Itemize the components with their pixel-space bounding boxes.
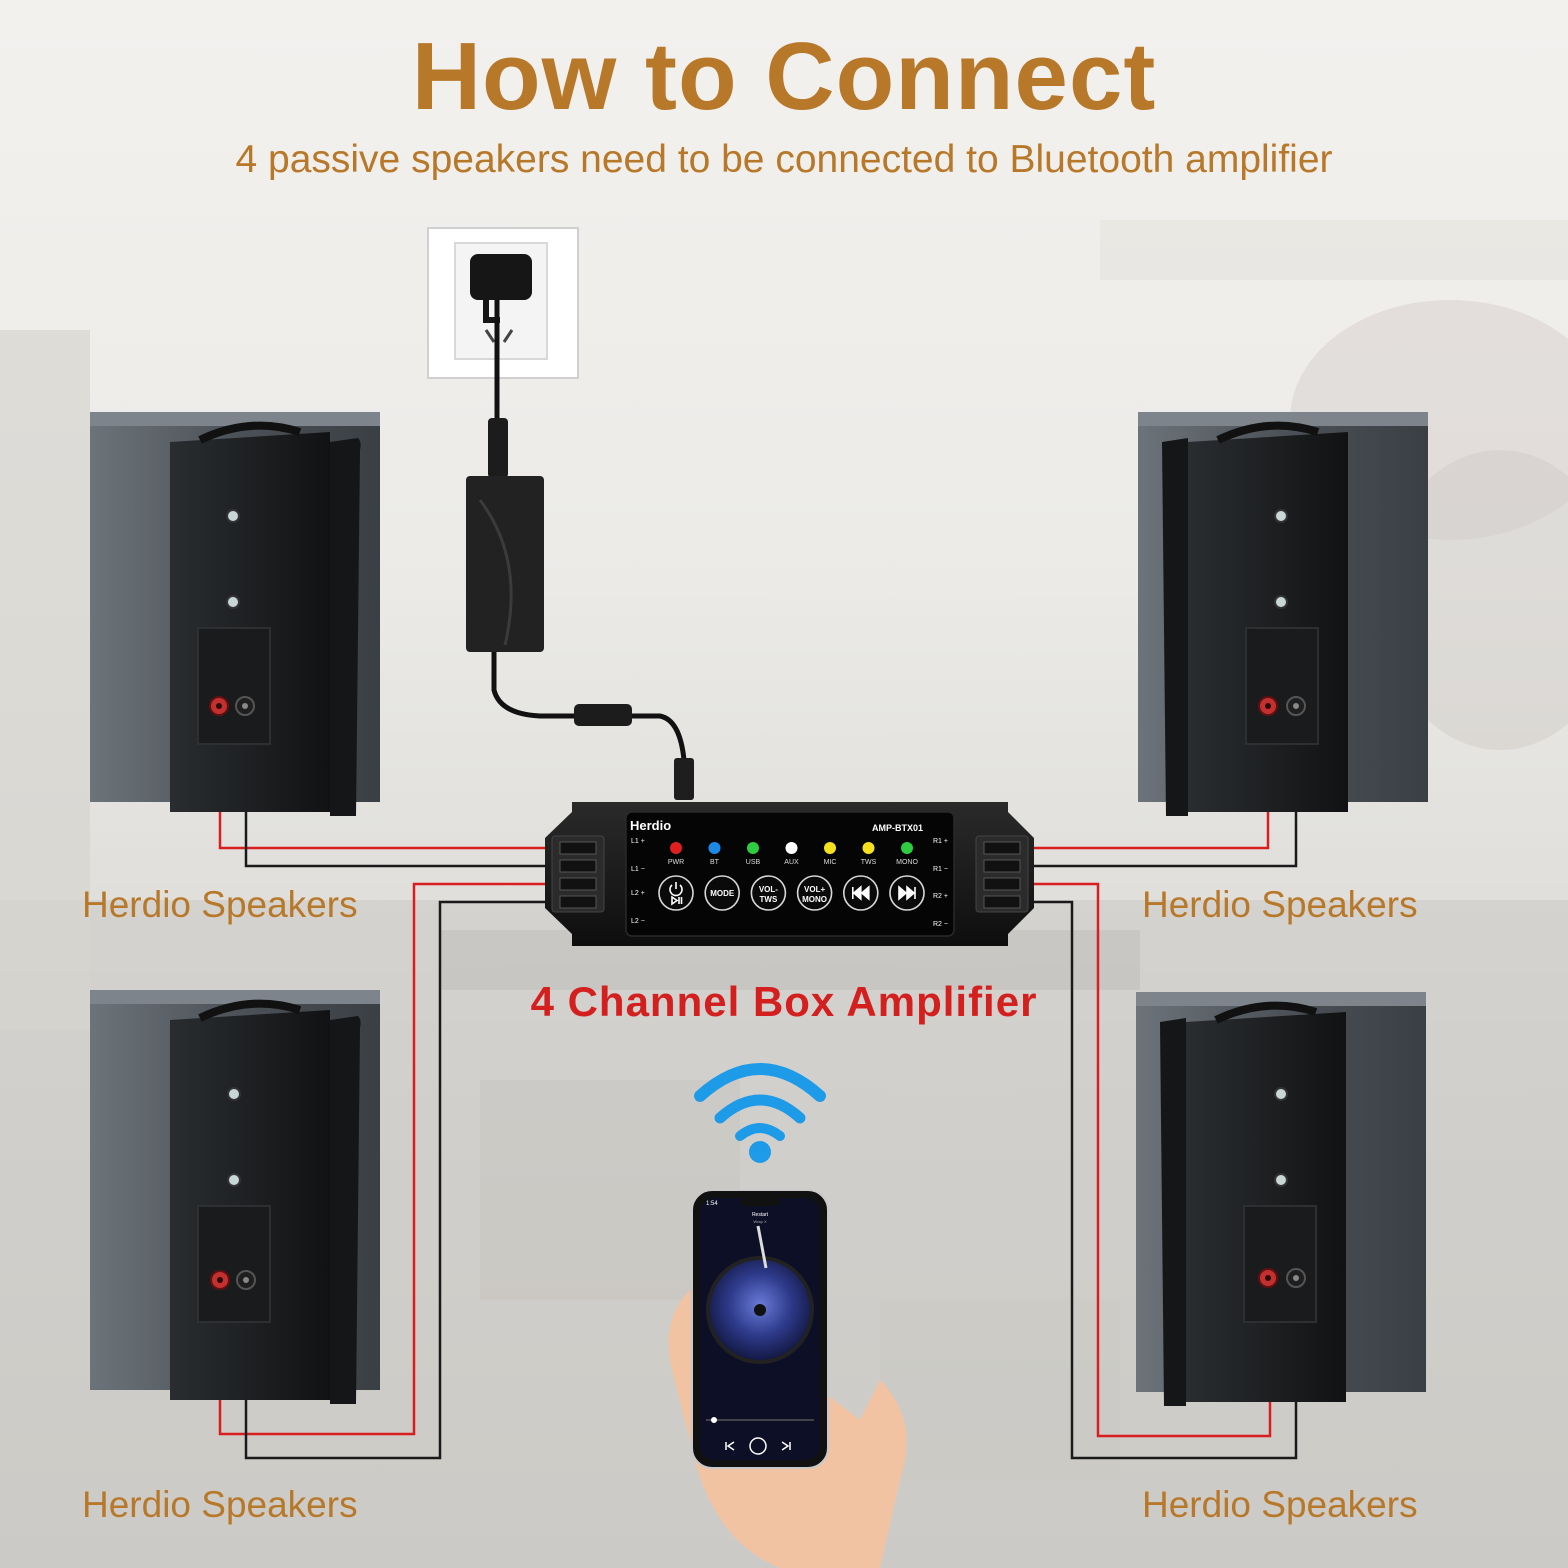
- speaker-label-bottom-left: Herdio Speakers: [82, 1484, 358, 1525]
- next-icon: [898, 885, 916, 901]
- vol-down-tws-button[interactable]: VOL-TWS: [750, 875, 787, 911]
- phone-artist: Wrap X: [753, 1219, 767, 1224]
- phone-time: 1:54: [706, 1201, 718, 1207]
- speaker-label-top-right: Herdio Speakers: [1142, 884, 1418, 925]
- speaker-label-bottom-right: Herdio Speakers: [1142, 1484, 1418, 1525]
- indicator-bt-light: [708, 842, 721, 854]
- mode-button-label: MODE: [710, 889, 735, 898]
- amplifier-label: 4 Channel Box Amplifier: [530, 978, 1038, 1025]
- page-title: How to Connect: [411, 23, 1157, 130]
- mode-button[interactable]: MODE: [704, 875, 741, 911]
- indicator-usb-light: [747, 842, 759, 854]
- previous-icon: [852, 885, 870, 901]
- terminal-l1-minus: L1 −: [631, 866, 645, 873]
- speaker-top-right: [1138, 412, 1428, 816]
- terminal-r1-plus: R1 +: [933, 838, 948, 845]
- speaker-bottom-left: [90, 990, 380, 1404]
- terminal-l2-plus: L2 +: [631, 890, 645, 897]
- indicator-mic-light: [824, 842, 836, 854]
- speaker-label-top-left: Herdio Speakers: [82, 884, 358, 925]
- phone-previous-icon: [725, 1441, 735, 1451]
- indicator-aux-label: AUX: [784, 859, 799, 866]
- indicator-usb-label: USB: [746, 859, 761, 866]
- amplifier: Herdio AMP-BTX01 L1 + L1 − L2 + L2 − R1 …: [545, 802, 1034, 946]
- power-adapter: [466, 300, 694, 800]
- indicator-tws-light: [862, 842, 875, 854]
- power-icon: [669, 882, 683, 906]
- previous-button[interactable]: [842, 875, 879, 911]
- vol-up-mono-button-label: VOL+: [804, 885, 825, 894]
- indicator-mono-light: [901, 842, 913, 854]
- bluetooth-signal-icon: [694, 1063, 826, 1163]
- terminal-r1-minus: R1 −: [933, 866, 948, 873]
- indicator-pwr-label: PWR: [668, 859, 684, 866]
- smartphone: 1:54 Restart Wrap X: [668, 1189, 907, 1568]
- indicator-tws-label: TWS: [861, 859, 877, 866]
- indicator-mic-label: MIC: [824, 859, 837, 866]
- speaker-top-left: [90, 412, 380, 816]
- wall-outlet: [427, 227, 579, 379]
- terminal-r2-plus: R2 +: [933, 893, 948, 900]
- amp-brand: Herdio: [630, 818, 671, 833]
- phone-pause-icon: [749, 1437, 767, 1455]
- vol-down-tws-button-sublabel: TWS: [760, 895, 778, 904]
- vol-down-tws-button-label: VOL-: [759, 885, 778, 894]
- amp-model: AMP-BTX01: [872, 823, 923, 833]
- terminal-r2-minus: R2 −: [933, 921, 948, 928]
- indicator-aux-light: [785, 842, 798, 854]
- page-subtitle: 4 passive speakers need to be connected …: [235, 138, 1333, 181]
- indicator-mono-label: MONO: [896, 859, 918, 866]
- phone-next-icon: [781, 1441, 791, 1451]
- vol-up-mono-button[interactable]: VOL+MONO: [796, 875, 833, 911]
- indicator-pwr-light: [670, 842, 682, 854]
- terminal-l1-plus: L1 +: [631, 838, 645, 845]
- vol-up-mono-button-sublabel: MONO: [802, 895, 827, 904]
- indicator-bt-label: BT: [710, 859, 720, 866]
- next-button[interactable]: [889, 875, 925, 911]
- power-play-button[interactable]: [658, 875, 694, 911]
- phone-track: Restart: [752, 1212, 769, 1218]
- indicator-row: PWR BT USB AUX MIC TWS MONO: [668, 842, 918, 866]
- speaker-bottom-right: [1136, 992, 1426, 1406]
- terminal-l2-minus: L2 −: [631, 918, 645, 925]
